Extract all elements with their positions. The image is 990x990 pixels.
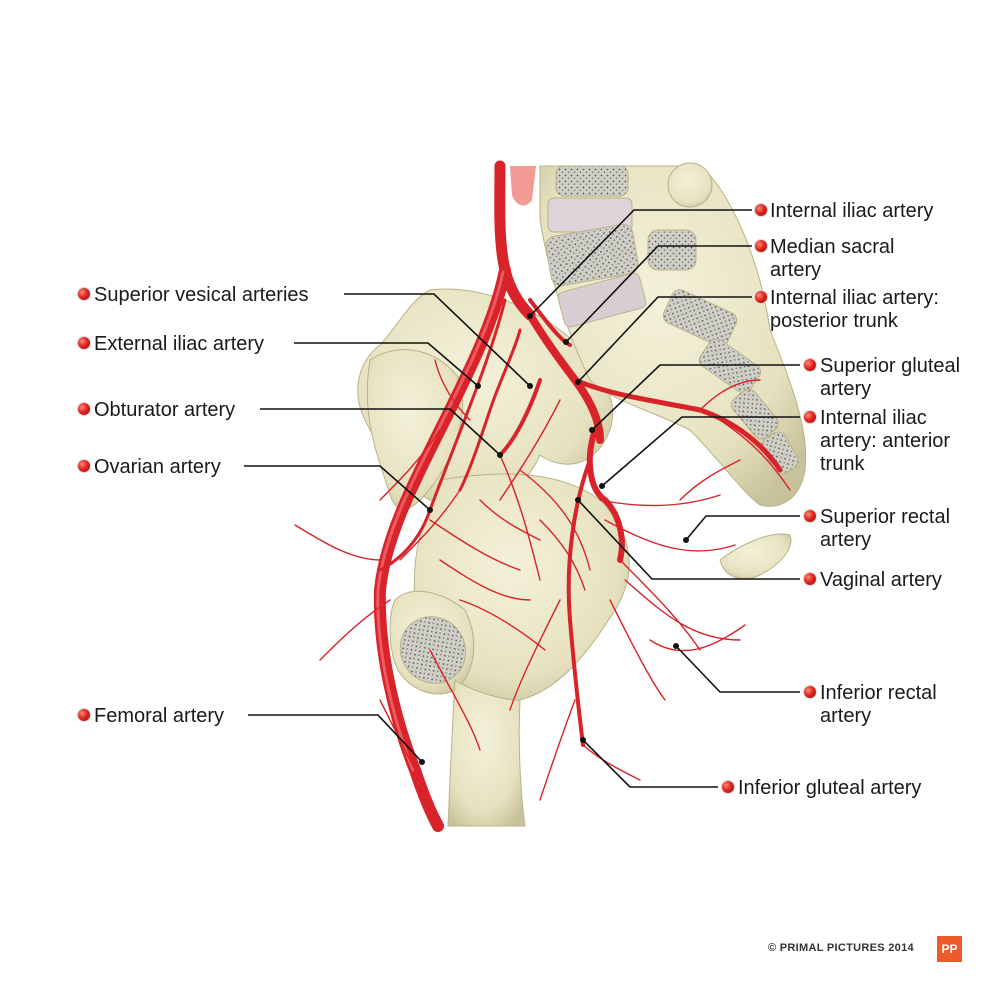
label-internal-iliac: Internal iliac artery <box>770 200 934 222</box>
label-inferior-rectal-line2: artery <box>820 705 872 727</box>
leader-superior-vesical <box>344 293 531 387</box>
leader-external-iliac <box>294 342 479 387</box>
vertebra-3 <box>647 229 697 271</box>
label-dot-external-iliac <box>78 337 90 349</box>
leader-median-sacral <box>565 245 752 343</box>
sacral-segment-4 <box>761 431 799 475</box>
endpoint-markers <box>419 313 689 765</box>
label-dot-vaginal <box>804 573 816 585</box>
leader-obturator <box>260 408 501 456</box>
label-superior-vesical: Superior vesical arteries <box>94 284 309 306</box>
femur-shaft <box>447 679 526 827</box>
leader-femoral <box>248 714 423 763</box>
label-posterior-trunk-line2: posterior trunk <box>770 310 898 332</box>
femur-cut-section <box>399 616 467 684</box>
vertebra-process-top <box>667 162 713 208</box>
primal-pictures-logo: PP <box>937 936 962 962</box>
fine-branches <box>294 359 791 801</box>
label-dot-ovarian <box>78 460 90 472</box>
label-dot-internal-iliac <box>755 204 767 216</box>
sacral-segment-3 <box>730 388 780 440</box>
label-dot-anterior-trunk <box>804 411 816 423</box>
label-ovarian: Ovarian artery <box>94 456 221 478</box>
vertebra-1 <box>555 165 629 197</box>
anterior-trunk-vessel <box>586 427 625 563</box>
leader-superior-gluteal <box>591 364 800 431</box>
label-inferior-rectal-line1: Inferior rectal <box>820 682 937 704</box>
label-external-iliac: External iliac artery <box>94 333 265 355</box>
intervertebral-disc-2 <box>557 272 647 328</box>
label-median-sacral-line2: artery <box>770 259 822 281</box>
obturator-vessel <box>498 378 542 457</box>
label-vaginal: Vaginal artery <box>820 569 942 591</box>
label-anterior-trunk-line3: trunk <box>820 453 865 475</box>
soft-tissue-top <box>510 166 536 206</box>
leader-lines <box>244 209 800 788</box>
label-dot-femoral <box>78 709 90 721</box>
sacral-segment-1 <box>662 289 738 347</box>
label-dot-inferior-rectal <box>804 686 816 698</box>
femoral-highlight <box>376 270 505 772</box>
label-anterior-trunk-line2: artery: anterior <box>820 430 951 452</box>
label-dot-superior-vesical <box>78 288 90 300</box>
leader-inferior-rectal <box>675 645 800 693</box>
label-dot-superior-gluteal <box>804 359 816 371</box>
hip-bone-left <box>366 349 464 510</box>
label-superior-rectal-line2: artery <box>820 529 872 551</box>
label-dot-superior-rectal <box>804 510 816 522</box>
leader-superior-rectal <box>685 515 800 541</box>
label-dot-inferior-gluteal <box>722 781 734 793</box>
label-dot-obturator <box>78 403 90 415</box>
sacral-segment-2 <box>698 338 762 394</box>
label-median-sacral-line1: Median sacral <box>770 236 895 258</box>
leader-anterior-trunk <box>601 416 800 487</box>
label-dot-median-sacral <box>755 240 767 252</box>
vertebra-2 <box>545 223 639 287</box>
leader-posterior-trunk <box>577 296 752 383</box>
leader-internal-iliac <box>529 209 752 317</box>
label-superior-gluteal-line2: artery <box>820 378 872 400</box>
leader-vaginal <box>577 499 800 580</box>
label-inferior-gluteal: Inferior gluteal artery <box>738 777 922 799</box>
coccyx <box>719 533 792 580</box>
label-superior-gluteal-line1: Superior gluteal <box>820 355 961 377</box>
label-posterior-trunk-line1: Internal iliac artery: <box>770 287 939 309</box>
label-femoral: Femoral artery <box>94 705 225 727</box>
label-dot-posterior-trunk <box>755 291 767 303</box>
leader-inferior-gluteal <box>582 739 718 788</box>
superior-vesical-vessel <box>458 328 522 492</box>
label-obturator: Obturator artery <box>94 399 236 421</box>
leader-ovarian <box>244 465 431 511</box>
label-superior-rectal-line1: Superior rectal <box>820 506 951 528</box>
copyright-credit: © PRIMAL PICTURES 2014 <box>768 942 914 954</box>
label-anterior-trunk-line1: Internal iliac <box>820 407 927 429</box>
